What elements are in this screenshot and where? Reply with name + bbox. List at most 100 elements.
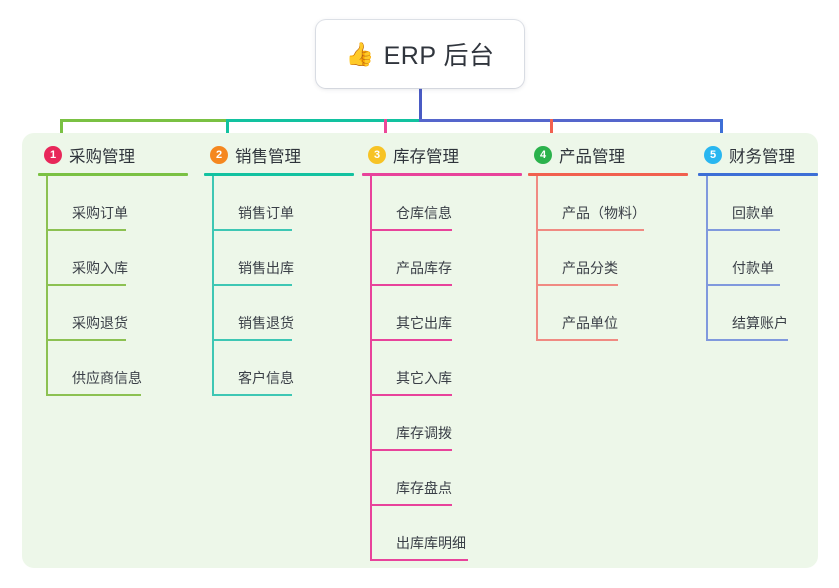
list-item-label: 供应商信息: [72, 370, 142, 386]
list-item-rule: [370, 449, 452, 451]
column-title-1: 采购管理: [69, 148, 135, 166]
list-item-label: 回款单: [732, 205, 774, 221]
column-header-1[interactable]: 1 采购管理: [38, 142, 188, 168]
list-item-rule: [212, 229, 292, 231]
column-badge-4: 4: [534, 146, 552, 164]
list-item-rule: [46, 229, 126, 231]
column-spine-2: [212, 176, 214, 396]
list-item-rule: [46, 394, 141, 396]
list-item-label: 产品库存: [396, 260, 452, 276]
list-item-rule: [536, 229, 644, 231]
column-badge-3: 3: [368, 146, 386, 164]
list-item[interactable]: 出库库明细: [370, 506, 522, 561]
list-item[interactable]: 库存调拨: [370, 396, 522, 451]
list-item-rule: [212, 394, 292, 396]
list-item-rule: [46, 284, 126, 286]
list-item-label: 销售订单: [238, 205, 294, 221]
list-item-label: 结算账户: [732, 315, 788, 331]
column-header-rule-1: [38, 173, 188, 176]
connector-bar-segment-1: [60, 119, 229, 122]
connector-bar-segment-2: [226, 119, 422, 122]
list-item[interactable]: 产品分类: [536, 231, 688, 286]
list-item[interactable]: 其它出库: [370, 286, 522, 341]
list-item-label: 采购退货: [72, 315, 128, 331]
list-item-rule: [536, 284, 618, 286]
list-item[interactable]: 付款单: [706, 231, 818, 286]
thumbs-up-icon: 👍: [345, 40, 375, 67]
list-item-label: 产品分类: [562, 260, 618, 276]
root-node-label: 👍 ERP 后台: [345, 36, 494, 72]
list-item[interactable]: 采购订单: [46, 176, 188, 231]
column-items-2: 销售订单销售出库销售退货客户信息: [204, 176, 354, 396]
column-items-5: 回款单付款单结算账户: [698, 176, 818, 341]
list-item[interactable]: 产品库存: [370, 231, 522, 286]
list-item[interactable]: 供应商信息: [46, 341, 188, 396]
list-item-label: 采购订单: [72, 205, 128, 221]
list-item-rule: [212, 339, 292, 341]
list-item-rule: [370, 339, 452, 341]
list-item-rule: [706, 229, 780, 231]
column-badge-5: 5: [704, 146, 722, 164]
list-item-label: 销售出库: [238, 260, 294, 276]
list-item[interactable]: 回款单: [706, 176, 818, 231]
list-item[interactable]: 产品（物料）: [536, 176, 688, 231]
column-spine-3: [370, 176, 372, 561]
list-item-label: 其它出库: [396, 315, 452, 331]
list-item-label: 客户信息: [238, 370, 294, 386]
column-1: 1 采购管理采购订单采购入库采购退货供应商信息: [38, 142, 188, 396]
column-items-3: 仓库信息产品库存其它出库其它入库库存调拨库存盘点出库库明细: [362, 176, 522, 561]
list-item-label: 采购入库: [72, 260, 128, 276]
column-title-2: 销售管理: [235, 148, 301, 166]
column-header-5[interactable]: 5 财务管理: [698, 142, 818, 168]
list-item[interactable]: 其它入库: [370, 341, 522, 396]
list-item[interactable]: 采购退货: [46, 286, 188, 341]
root-node[interactable]: 👍 ERP 后台: [316, 20, 524, 88]
column-spine-5: [706, 176, 708, 341]
list-item[interactable]: 结算账户: [706, 286, 818, 341]
list-item-rule: [212, 284, 292, 286]
list-item-label: 产品（物料）: [562, 205, 646, 221]
list-item[interactable]: 销售退货: [212, 286, 354, 341]
column-header-rule-5: [698, 173, 818, 176]
list-item[interactable]: 仓库信息: [370, 176, 522, 231]
list-item-rule: [370, 229, 452, 231]
list-item[interactable]: 销售出库: [212, 231, 354, 286]
list-item-rule: [706, 284, 780, 286]
root-title-text: ERP 后台: [383, 42, 495, 70]
column-spine-1: [46, 176, 48, 396]
list-item-label: 销售退货: [238, 315, 294, 331]
list-item-rule: [536, 339, 618, 341]
diagram-panel: [22, 133, 818, 568]
root-stem-connector: [419, 88, 422, 122]
column-title-5: 财务管理: [729, 148, 795, 166]
list-item[interactable]: 产品单位: [536, 286, 688, 341]
list-item-rule: [706, 339, 788, 341]
list-item[interactable]: 客户信息: [212, 341, 354, 396]
list-item[interactable]: 库存盘点: [370, 451, 522, 506]
list-item-label: 付款单: [732, 260, 774, 276]
list-item[interactable]: 销售订单: [212, 176, 354, 231]
list-item-label: 出库库明细: [396, 535, 466, 551]
list-item-rule: [370, 559, 468, 561]
list-item-rule: [370, 284, 452, 286]
list-item-rule: [370, 504, 452, 506]
column-badge-1: 1: [44, 146, 62, 164]
list-item-label: 库存调拨: [396, 425, 452, 441]
list-item-label: 仓库信息: [396, 205, 452, 221]
list-item[interactable]: 采购入库: [46, 231, 188, 286]
connector-bar-segment-3: [419, 119, 723, 122]
column-header-rule-3: [362, 173, 522, 176]
column-items-4: 产品（物料） 产品分类产品单位: [528, 176, 688, 341]
list-item-label: 产品单位: [562, 315, 618, 331]
column-spine-4: [536, 176, 538, 341]
list-item-label: 库存盘点: [396, 480, 452, 496]
list-item-label: 其它入库: [396, 370, 452, 386]
list-item-rule: [370, 394, 452, 396]
column-header-rule-2: [204, 173, 354, 176]
